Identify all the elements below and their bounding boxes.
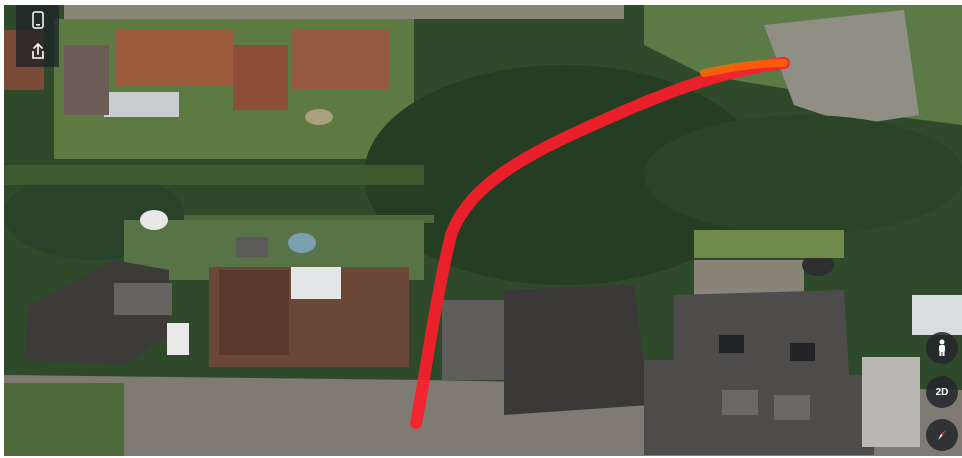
pegman-icon (939, 339, 945, 356)
trampoline (802, 254, 834, 276)
house-roof (233, 45, 288, 110)
dormer (774, 395, 810, 420)
lawn-right (694, 230, 844, 258)
garage-roof (114, 283, 172, 315)
compass-icon (938, 430, 946, 440)
car (167, 323, 189, 355)
view-2d-button[interactable]: 2D (926, 376, 958, 408)
hedge (184, 215, 434, 223)
view-2d-label: 2D (935, 386, 949, 398)
annex-roof (64, 45, 109, 115)
house-roof (442, 300, 506, 380)
house-roof (644, 290, 874, 455)
share-icon (31, 42, 44, 59)
shed-roof (236, 237, 268, 257)
house-roof (292, 29, 390, 89)
satellite-map[interactable] (4, 5, 962, 456)
share-button[interactable] (16, 35, 59, 67)
tree-canopy (364, 65, 764, 285)
roof-window (790, 343, 815, 361)
dormer (722, 390, 758, 415)
lower-left-garden (4, 383, 124, 456)
lawn-circle (305, 109, 333, 125)
device-button[interactable] (16, 5, 59, 35)
extension-roof (862, 357, 920, 447)
hedge (4, 165, 424, 185)
top-road (64, 5, 624, 19)
house-roof (116, 30, 234, 85)
tree-canopy (644, 115, 962, 235)
phone-icon (31, 11, 44, 29)
house-roof (504, 285, 649, 415)
conservatory-roof (104, 92, 179, 117)
house-roof-dark (219, 270, 289, 355)
skylight (291, 267, 341, 299)
greenhouse-roof (912, 295, 962, 335)
street-view-button[interactable] (926, 332, 958, 364)
pool (288, 233, 316, 253)
compass-button[interactable] (926, 419, 958, 451)
roof-window (719, 335, 744, 353)
route-end-glow (700, 59, 788, 77)
map-viewport[interactable]: 2D (4, 5, 962, 456)
route-line (410, 57, 790, 429)
trampoline (140, 210, 168, 230)
paved-lot (764, 10, 919, 125)
